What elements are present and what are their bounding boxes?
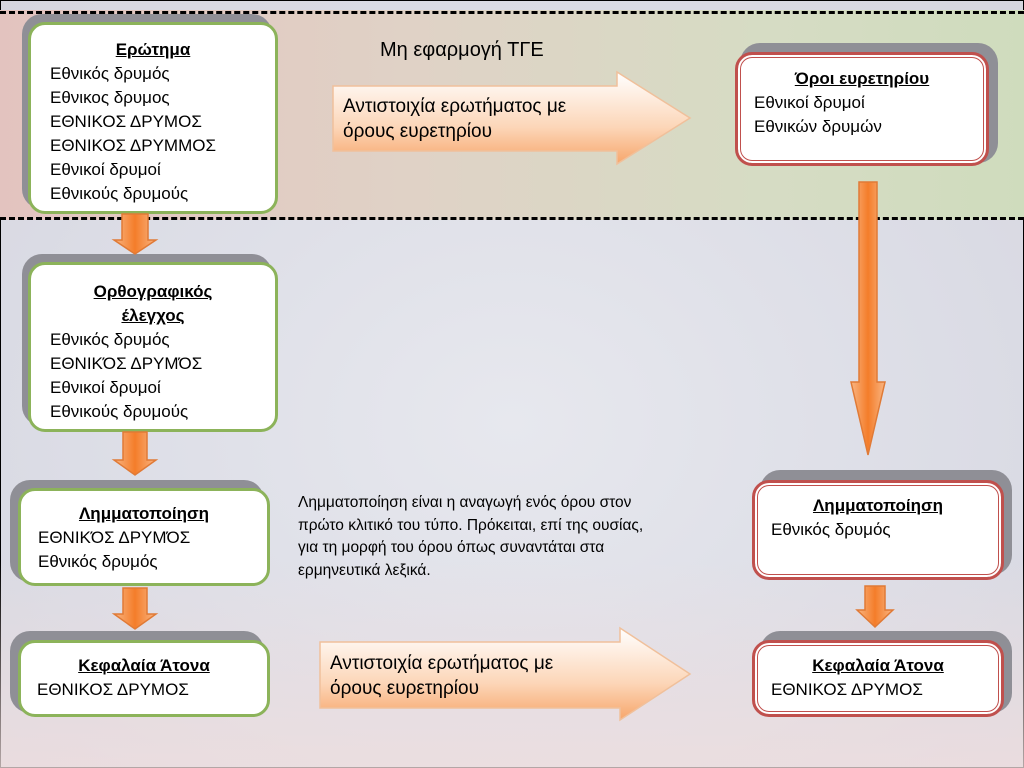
spellcheck-term: ΕΘΝΙΚΌΣ ΔΡΥΜΌΣ (50, 354, 203, 373)
query-term: Εθνικούς δρυμούς (50, 184, 189, 203)
match-arrow-top-label: Αντιστοιχία ερωτήματος με όρους ευρετηρί… (343, 94, 566, 144)
match-arrow-top (332, 70, 692, 166)
arrow-label-line: όρους ευρετηρίου (330, 678, 479, 699)
caps-term: ΕΘΝΙΚΟΣ ΔΡΥΜΟΣ (771, 680, 923, 699)
lemmatization-title: Λημματοποίηση (812, 496, 944, 515)
definition-line: πρώτο κλιτικό του τύπο. Πρόκειται, επί τ… (298, 516, 644, 534)
query-term: Εθνικος δρυμος (50, 88, 170, 107)
down-arrow-long (850, 181, 886, 456)
spellcheck-title: έλεγχος (121, 306, 185, 325)
query-title: Ερώτημα (115, 40, 191, 59)
spellcheck-term: Εθνικοί δρυμοί (50, 378, 161, 397)
region-border-bottom (0, 217, 1024, 220)
lemmatization-box-left: Λημματοποίηση ΕΘΝΙΚΌΣ ΔΡΥΜΌΣ Εθνικός δρυ… (18, 488, 270, 586)
lemmatization-title: Λημματοποίηση (78, 504, 210, 523)
arrow-label-line: όρους ευρετηρίου (343, 121, 492, 142)
down-arrow-right (855, 585, 895, 629)
definition-line: για τη μορφή του όρου όπως συναντάται στ… (298, 539, 605, 556)
index-terms-box: Όροι ευρετηρίου Εθνικοί δρυμοί Εθνικών δ… (735, 52, 989, 166)
query-term: Εθνικοί δρυμοί (50, 160, 161, 179)
match-arrow-bottom (319, 626, 692, 722)
spellcheck-term: Εθνικός δρυμός (50, 330, 170, 349)
lemmatization-box-right: Λημματοποίηση Εθνικός δρυμός (752, 480, 1004, 580)
down-arrow-3 (111, 587, 159, 630)
query-term: Εθνικός δρυμός (50, 64, 170, 83)
definition-line: Λημματοποίηση είναι η αναγωγή ενός όρου … (298, 494, 632, 511)
lemmatization-definition: Λημματοποίηση είναι η αναγωγή ενός όρου … (298, 492, 643, 582)
caps-unaccented-box-right: Κεφαλαία Άτονα ΕΘΝΙΚΟΣ ΔΡΥΜΟΣ (752, 640, 1004, 717)
down-arrow-1 (111, 213, 159, 255)
definition-line: ερμηνευτικά λεξικά. (298, 561, 431, 579)
index-term: Εθνικοί δρυμοί (754, 93, 865, 112)
arrow-label-line: Αντιστοιχία ερωτήματος με (330, 653, 554, 674)
lemmatization-term: Εθνικός δρυμός (38, 552, 158, 571)
region-border-top (0, 11, 1024, 14)
index-terms-title: Όροι ευρετηρίου (794, 69, 930, 88)
spellcheck-box: Ορθογραφικός έλεγχος Εθνικός δρυμός ΕΘΝΙ… (28, 262, 278, 432)
caps-title: Κεφαλαία Άτονα (78, 656, 210, 675)
lemmatization-term: ΕΘΝΙΚΌΣ ΔΡΥΜΌΣ (38, 528, 191, 547)
spellcheck-title: Ορθογραφικός (93, 282, 213, 301)
caps-unaccented-box-left: Κεφαλαία Άτονα ΕΘΝΙΚΟΣ ΔΡΥΜΟΣ (18, 640, 270, 717)
query-box: Ερώτημα Εθνικός δρυμός Εθνικος δρυμος ΕΘ… (28, 22, 278, 214)
spellcheck-term: Εθνικούς δρυμούς (50, 402, 189, 421)
caps-title: Κεφαλαία Άτονα (812, 656, 944, 675)
match-arrow-bottom-label: Αντιστοιχία ερωτήματος με όρους ευρετηρί… (330, 651, 553, 701)
index-term: Εθνικών δρυμών (754, 117, 882, 136)
caps-term: ΕΘΝΙΚΟΣ ΔΡΥΜΟΣ (37, 680, 189, 699)
down-arrow-2 (111, 431, 159, 476)
query-term: ΕΘΝΙΚΟΣ ΔΡΥΜΟΣ (50, 112, 202, 131)
lemmatization-term: Εθνικός δρυμός (771, 520, 891, 539)
query-term: ΕΘΝΙΚΟΣ ΔΡΥΜΜΟΣ (50, 136, 216, 155)
region-label: Μη εφαρμογή ΤΓΕ (380, 39, 544, 61)
arrow-label-line: Αντιστοιχία ερωτήματος με (343, 96, 567, 117)
